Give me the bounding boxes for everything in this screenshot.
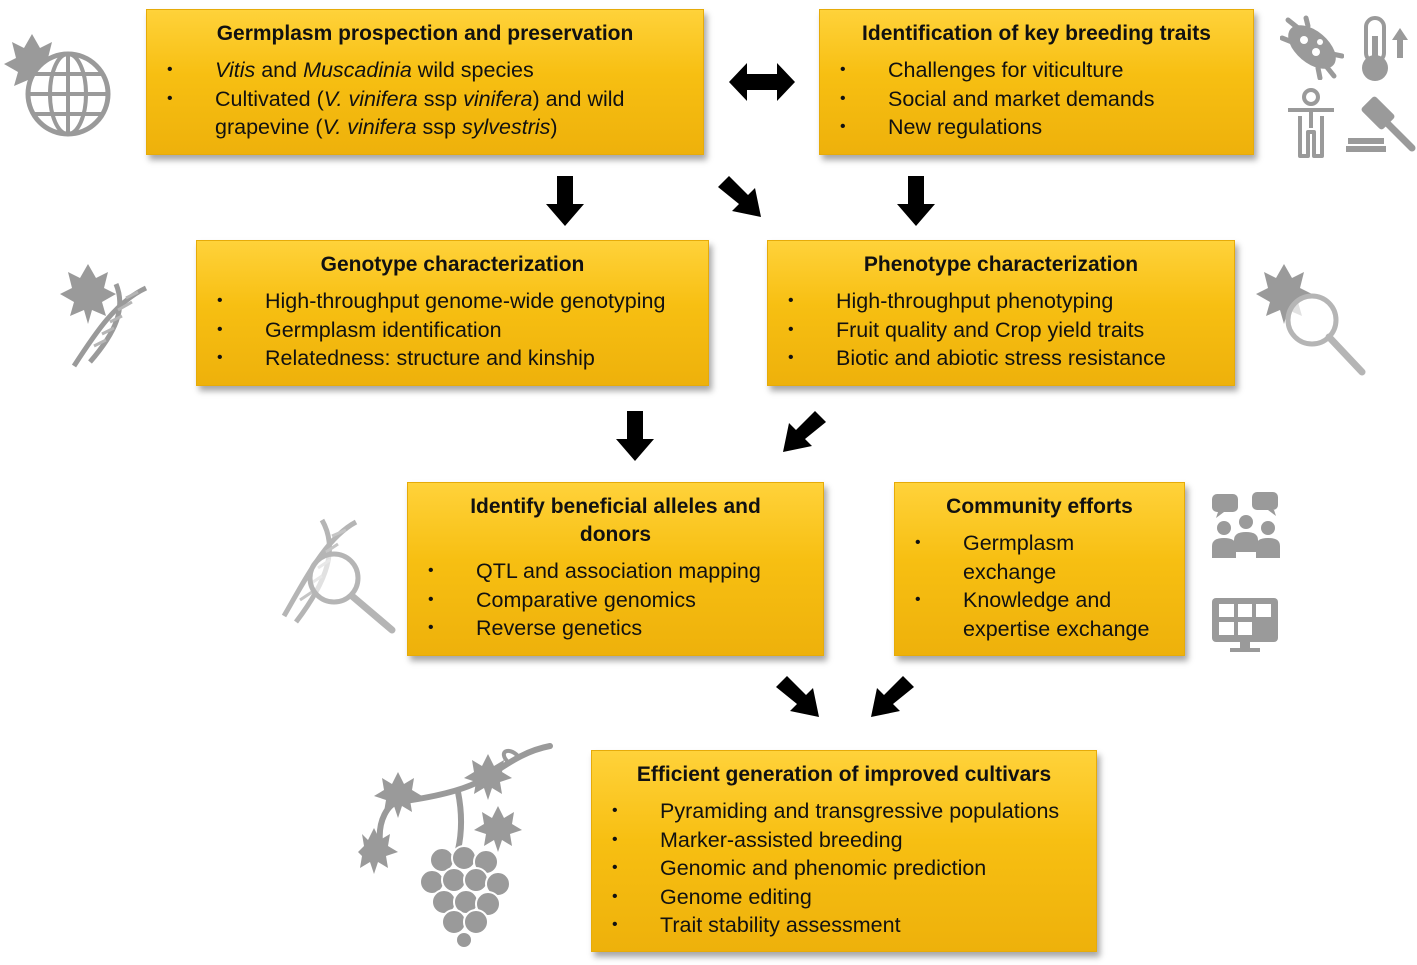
alleles-list: QTL and association mapping Comparative … [426, 557, 805, 643]
cultivars-box: Efficient generation of improved cultiva… [591, 750, 1097, 952]
arrow-down-icon [546, 176, 584, 226]
phenotype-box: Phenotype characterization High-throughp… [767, 240, 1235, 386]
germplasm-title: Germplasm prospection and preservation [216, 22, 634, 45]
person-icon [1288, 88, 1334, 158]
cultivars-list: Pyramiding and transgressive populations… [610, 797, 1078, 940]
alleles-title: Identify beneficial alleles and donors [470, 495, 761, 546]
list-item: Cultivated (V. vinifera ssp vinifera) an… [165, 85, 685, 142]
list-item: Social and market demands [838, 85, 1235, 114]
list-item: Knowledge and expertise exchange [913, 586, 1166, 643]
double-arrow-icon [729, 63, 795, 101]
leaf-magnifier-icon [1256, 264, 1366, 376]
list-item: Fruit quality and Crop yield traits [786, 316, 1216, 345]
arrow-down-left-icon [783, 411, 826, 452]
arrow-down-right-icon [776, 676, 819, 717]
arrow-down-icon [616, 411, 654, 461]
cultivars-title: Efficient generation of improved cultiva… [636, 763, 1052, 786]
list-item: High-throughput genome-wide genotyping [215, 287, 690, 316]
genotype-box: Genotype characterization High-throughpu… [196, 240, 709, 386]
list-item: New regulations [838, 113, 1235, 142]
community-title: Community efforts [946, 495, 1133, 518]
list-item: Comparative genomics [426, 586, 805, 615]
dna-magnifier-icon [281, 518, 396, 634]
phenotype-list: High-throughput phenotyping Fruit qualit… [786, 287, 1216, 373]
germplasm-box: Germplasm prospection and preservation V… [146, 9, 704, 155]
monitor-network-icon [1212, 598, 1278, 652]
arrow-down-right-icon [718, 176, 761, 217]
grapevine-icon [358, 743, 553, 948]
list-item: QTL and association mapping [426, 557, 805, 586]
group-chat-icon [1212, 492, 1280, 558]
list-item: Genomic and phenomic prediction [610, 854, 1078, 883]
gavel-icon [1346, 96, 1416, 152]
alleles-box: Identify beneficial alleles and donors Q… [407, 482, 824, 656]
list-item: Challenges for viticulture [838, 56, 1235, 85]
traits-list: Challenges for viticulture Social and ma… [838, 56, 1235, 142]
list-item: Genome editing [610, 883, 1078, 912]
list-item: Biotic and abiotic stress resistance [786, 344, 1216, 373]
phenotype-title: Phenotype characterization [863, 253, 1139, 276]
traits-title: Identification of key breeding traits [862, 22, 1211, 45]
arrow-down-left-icon [871, 676, 914, 717]
list-item: Reverse genetics [426, 614, 805, 643]
genotype-list: High-throughput genome-wide genotyping G… [215, 287, 690, 373]
list-item: Trait stability assessment [610, 911, 1078, 940]
list-item: Germplasm identification [215, 316, 690, 345]
arrow-down-icon [897, 176, 935, 226]
germplasm-list: Vitis and Muscadinia wild species Cultiv… [165, 56, 685, 142]
list-item: Relatedness: structure and kinship [215, 344, 690, 373]
bacteria-icon [1280, 15, 1344, 80]
list-item: High-throughput phenotyping [786, 287, 1216, 316]
community-list: Germplasm exchange Knowledge and experti… [913, 529, 1166, 643]
list-item: Germplasm exchange [913, 529, 1166, 586]
list-item: Marker-assisted breeding [610, 826, 1078, 855]
genotype-title: Genotype characterization [320, 253, 585, 276]
community-box: Community efforts Germplasm exchange Kno… [894, 482, 1185, 656]
leaf-dna-icon [60, 264, 148, 368]
list-item: Vitis and Muscadinia wild species [165, 56, 685, 85]
leaf-globe-icon [4, 34, 111, 137]
list-item: Pyramiding and transgressive populations [610, 797, 1078, 826]
traits-box: Identification of key breeding traits Ch… [819, 9, 1254, 155]
thermometer-icon [1362, 16, 1408, 81]
